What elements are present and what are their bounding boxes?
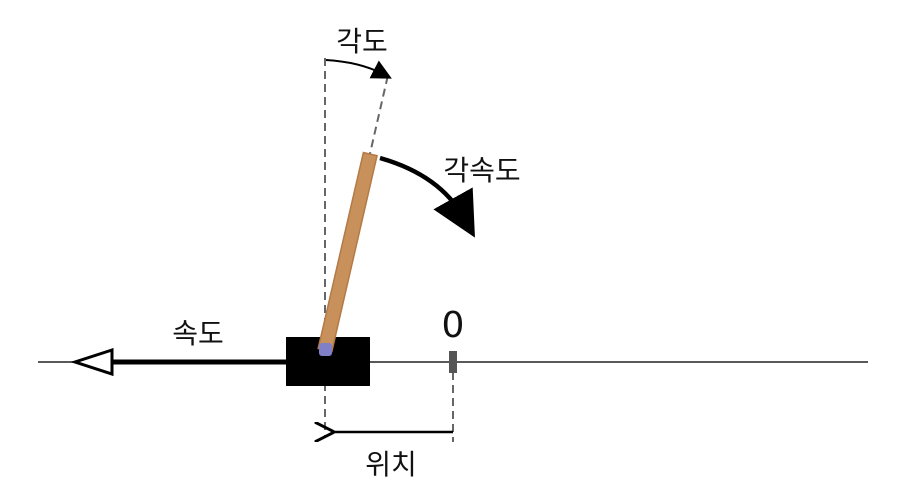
origin-marker xyxy=(449,351,457,373)
origin-label: 0 xyxy=(442,305,465,346)
angle-label: 각도 xyxy=(336,25,388,58)
velocity-arrowhead-icon xyxy=(70,347,114,377)
angular-velocity-label: 각속도 xyxy=(443,154,520,187)
position-label: 위치 xyxy=(365,448,417,481)
angle-arc xyxy=(325,59,392,79)
pole-axis-line xyxy=(324,74,389,351)
angular-velocity-arc xyxy=(379,155,475,238)
pole xyxy=(317,151,378,353)
velocity-label: 속도 xyxy=(172,317,224,350)
axle-hinge xyxy=(319,343,332,356)
